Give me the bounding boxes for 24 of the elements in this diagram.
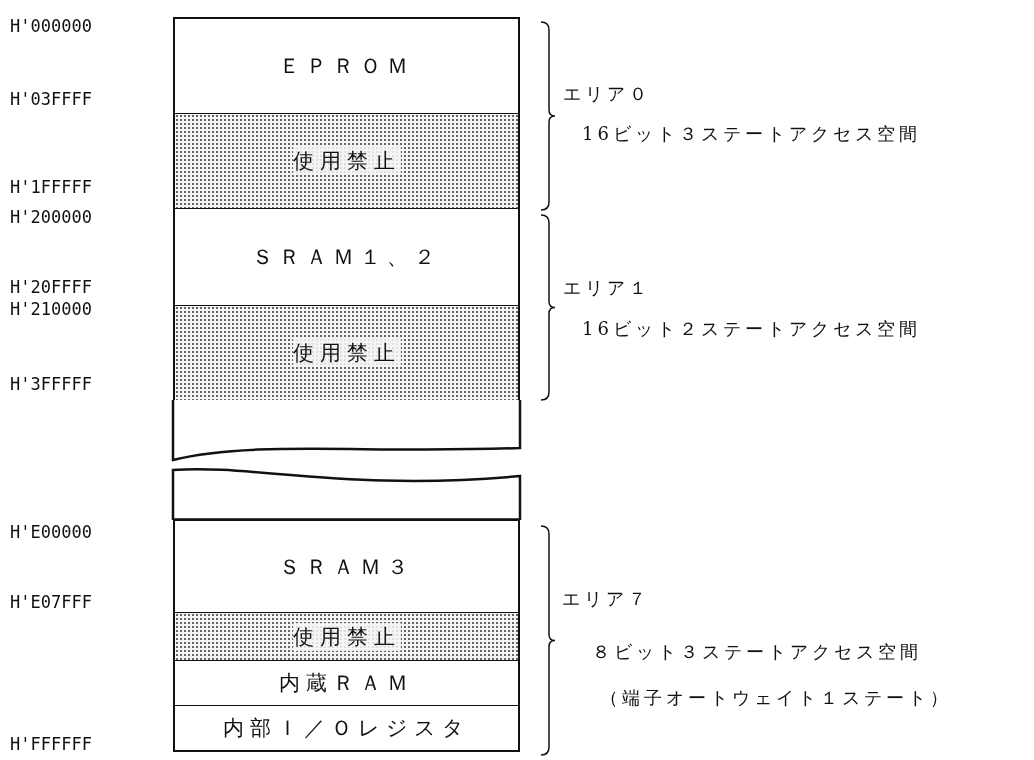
area-label: エリア１	[563, 276, 651, 300]
address-label: H'200000	[10, 207, 92, 227]
area-description: 16ビット３ステートアクセス空間	[582, 122, 921, 146]
address-label: H'3FFFFF	[10, 374, 92, 394]
memory-block	[171, 467, 522, 522]
memory-region: 内蔵ＲＡＭ	[173, 660, 520, 705]
address-label: H'000000	[10, 16, 92, 36]
area-description: ８ビット３ステートアクセス空間	[592, 640, 922, 664]
memory-block	[171, 398, 522, 462]
memory-region: 内部Ｉ／Ｏレジスタ	[173, 705, 520, 752]
address-label: H'E00000	[10, 522, 92, 542]
reserved-region: 使用禁止	[173, 305, 520, 400]
address-label: H'E07FFF	[10, 592, 92, 612]
address-label: H'03FFFF	[10, 89, 92, 109]
address-label: H'FFFFFF	[10, 734, 92, 754]
address-label: H'20FFFF	[10, 277, 92, 297]
area-label: エリア０	[563, 82, 651, 106]
area-description: 16ビット２ステートアクセス空間	[582, 317, 921, 341]
reserved-region: 使用禁止	[173, 612, 520, 660]
area-description: （端子オートウェイト１ステート）	[600, 686, 952, 710]
address-label: H'210000	[10, 299, 92, 319]
area-label: エリア７	[562, 587, 650, 611]
address-label: H'1FFFFF	[10, 177, 92, 197]
reserved-region: 使用禁止	[173, 113, 520, 208]
